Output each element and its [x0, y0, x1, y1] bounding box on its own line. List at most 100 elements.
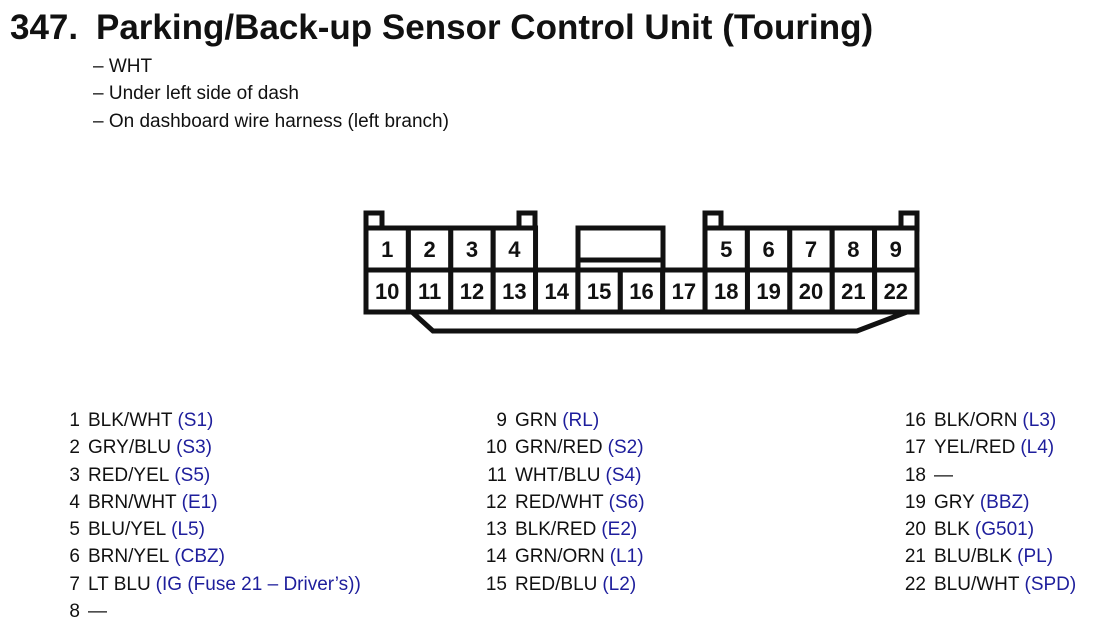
wire-color: RED/WHT — [515, 491, 604, 513]
pin-row: 4 BRN/WHT(E1) — [50, 489, 361, 516]
section-number: 347. — [10, 8, 79, 47]
pin-number: 9 — [496, 410, 507, 431]
pin-row: 12 RED/WHT(S6) — [477, 489, 645, 516]
wire-color: BLK/WHT — [88, 410, 173, 431]
pin-number: 11 — [487, 464, 507, 486]
wire-color: BLK — [934, 519, 970, 541]
note-line: – On dashboard wire harness (left branch… — [93, 110, 449, 132]
connector-pin-number: 3 — [466, 237, 478, 262]
wire-color: BLK/ORN — [934, 410, 1018, 431]
connector-code: (PL) — [1017, 546, 1054, 568]
connector-code: (E1) — [181, 491, 218, 513]
connector-pin-number: 6 — [762, 237, 774, 262]
connector-latch — [575, 225, 666, 276]
connector-pin-cell — [787, 267, 835, 315]
connector-pin-number: 20 — [799, 279, 823, 304]
pin-number: 18 — [904, 464, 926, 486]
pin-number: 1 — [69, 410, 80, 431]
connector-pin-number: 2 — [423, 237, 435, 262]
connector-code: (S1) — [177, 410, 214, 431]
pin-row: 7 LT BLU(IG (Fuse 21 – Driver’s)) — [50, 571, 361, 598]
connector-pin-number: 1 — [381, 237, 393, 262]
connector-code: (S3) — [176, 437, 212, 459]
connector-pin-number: 8 — [847, 237, 859, 262]
wire-color: — — [934, 464, 953, 486]
connector-pin-cell — [702, 225, 750, 273]
connector-code: (S4) — [605, 464, 642, 486]
wire-color: GRN/ORN — [515, 546, 605, 568]
connector-code: (S5) — [174, 464, 211, 486]
pin-number: 10 — [485, 437, 507, 459]
pin-number: 8 — [69, 601, 80, 623]
connector-code: (S2) — [607, 437, 644, 459]
connector-code: (L1) — [609, 546, 644, 568]
pin-row: 8— — [50, 598, 361, 625]
connector-pin-cell — [660, 267, 708, 315]
connector-code: (L5) — [171, 519, 205, 541]
connector-code: (L3) — [1022, 410, 1057, 431]
wire-color: YEL/RED — [934, 437, 1016, 459]
connector-pin-number: 9 — [890, 237, 902, 262]
connector-pin-number: 7 — [805, 237, 817, 262]
pin-number: 5 — [69, 519, 80, 541]
wire-color: BLU/YEL — [88, 519, 167, 541]
connector-pin-cell — [533, 267, 581, 315]
wire-color: GRY — [934, 491, 975, 513]
note-line: – Under left side of dash — [93, 83, 299, 105]
wire-color: BLU/WHT — [934, 573, 1020, 595]
pin-row: 5 BLU/YEL(L5) — [50, 516, 361, 543]
pin-number: 13 — [485, 519, 507, 541]
connector-pin-number: 13 — [502, 279, 526, 304]
wire-color: GRY/BLU — [88, 437, 172, 459]
connector-code: (L2) — [602, 573, 637, 595]
wire-color: RED/BLU — [515, 573, 598, 595]
connector-pin-number: 18 — [714, 279, 738, 304]
wire-color: BLU/BLK — [934, 546, 1013, 568]
connector-code: (SPD) — [1024, 573, 1077, 595]
connector-skirt — [410, 309, 908, 334]
connector-pin-number: 5 — [720, 237, 732, 262]
connector-pin-number: 10 — [375, 279, 399, 304]
connector-pin-number: 22 — [884, 279, 908, 304]
pin-number: 7 — [69, 573, 80, 595]
connector-code: (CBZ) — [174, 546, 225, 568]
pin-number: 19 — [904, 491, 926, 513]
wire-color: RED/YEL — [88, 464, 170, 486]
wire-color: BRN/YEL — [88, 546, 170, 568]
pin-number: 12 — [485, 491, 507, 513]
page-heading: 347. Parking/Back-up Sensor Control Unit… — [10, 8, 873, 48]
connector-code: (E2) — [601, 519, 638, 541]
connector-code: (S6) — [608, 491, 645, 513]
wire-color: LT BLU — [88, 573, 151, 595]
connector-code: (IG (Fuse 21 – Driver’s)) — [155, 573, 361, 595]
pin-number: 15 — [485, 573, 507, 595]
connector-pin-number: 16 — [629, 279, 653, 304]
wire-color: GRN — [515, 410, 558, 431]
connector-pin-number: 11 — [418, 279, 441, 304]
pin-number: 14 — [485, 546, 507, 568]
pin-number: 6 — [69, 546, 80, 568]
connector-pin-number: 19 — [756, 279, 780, 304]
wire-color: BRN/WHT — [88, 491, 177, 513]
pin-row: 15 RED/BLU(L2) — [477, 571, 645, 598]
notes-list: – WHT– Under left side of dash– On dashb… — [93, 53, 449, 135]
wire-color: BLK/RED — [515, 519, 597, 541]
wire-color: — — [88, 601, 107, 623]
pin-number: 4 — [69, 491, 80, 513]
pin-number: 21 — [904, 546, 926, 568]
pin-number: 20 — [904, 519, 926, 541]
wire-color: GRN/RED — [515, 437, 603, 459]
connector-pin-number: 21 — [841, 279, 865, 304]
connector-pin-number: 17 — [672, 279, 696, 304]
